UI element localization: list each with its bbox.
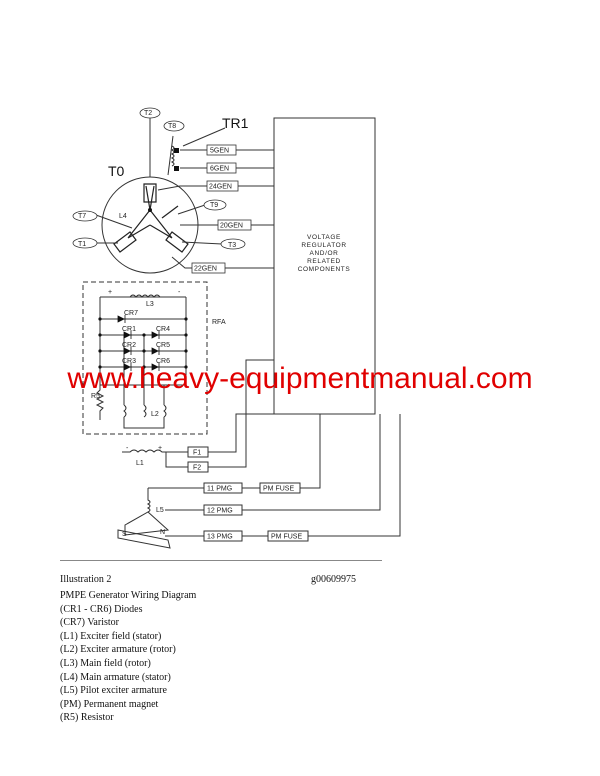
t3-lead: [181, 241, 223, 245]
wire-tag-5gen: 5GEN: [210, 148, 229, 155]
magnet-pole-n: N: [160, 529, 165, 536]
wire-tag-f1: F1: [193, 450, 201, 457]
terminal-t1: T1: [78, 241, 86, 248]
wire-tag-24gen: 24GEN: [209, 184, 232, 191]
legend-line: (PM) Permanent magnet: [60, 698, 159, 710]
transformer-tr1-label: TR1: [222, 115, 249, 131]
pilot-exciter-l5: L5: [156, 507, 164, 514]
exciter-armature-l2: L2: [151, 411, 159, 418]
legend-line: (L5) Pilot exciter armature: [60, 685, 167, 697]
illustration-title: Illustration 2: [60, 574, 112, 585]
legend-list: PMPE Generator Wiring Diagram (CR1 - CR6…: [60, 589, 196, 725]
voltage-regulator-box: [273, 117, 376, 415]
exciter-field-l1: L1: [136, 460, 144, 467]
legend-line: (L3) Main field (rotor): [60, 657, 151, 669]
wire-tag-11pmg: 11 PMG: [207, 486, 232, 493]
legend-line: (L2) Exciter armature (rotor): [60, 644, 176, 656]
watermark: www.heavy-equipmentmanual.com: [67, 362, 533, 395]
wiring-diagram: T2 T8 TR1 T0 T7 T1 T3 T9 L4 5GEN 6GEN 24…: [72, 107, 401, 549]
legend-line: (L4) Main armature (stator): [60, 671, 171, 683]
t9-lead: [177, 204, 206, 215]
wire-tag-f2: F2: [193, 465, 201, 472]
varistor-cr7: CR7: [124, 310, 138, 317]
resistor-r5: R5: [91, 393, 100, 400]
wire-tag-12pmg: 12 PMG: [207, 508, 233, 515]
polarity-minus-a: -: [178, 289, 181, 296]
pm-fuse-1: PM FUSE: [263, 486, 294, 493]
regulator-line-3: AND/OR: [310, 250, 339, 257]
wire-tag-6gen: 6GEN: [210, 166, 229, 173]
rfa-enclosure: [82, 281, 208, 435]
terminal-t7: T7: [78, 213, 86, 220]
regulator-line-5: COMPONENTS: [298, 266, 351, 273]
pm-fuse-2: PM FUSE: [271, 534, 302, 541]
legend-line: (CR7) Varistor: [60, 617, 119, 629]
t7-lead: [95, 214, 133, 229]
terminal-t0: T0: [108, 163, 125, 179]
legend-line: PMPE Generator Wiring Diagram: [60, 590, 197, 601]
diode-cr4: CR4: [156, 326, 170, 333]
polarity-minus-b: -: [126, 445, 129, 452]
regulator-line-4: RELATED: [307, 258, 341, 265]
wire-tag-20gen: 20GEN: [220, 223, 243, 230]
magnet-pole-s: S: [122, 531, 127, 538]
illustration-id: g00609975: [311, 574, 356, 585]
diode-cr3: CR3: [122, 358, 136, 365]
t8-lead: [167, 135, 174, 176]
main-armature-l4: L4: [119, 213, 127, 220]
diode-cr6: CR6: [156, 358, 170, 365]
regulator-line-1: VOLTAGE: [307, 234, 341, 241]
polarity-plus-a: +: [108, 289, 112, 296]
diode-cr2: CR2: [122, 342, 136, 349]
diode-cr5: CR5: [156, 342, 170, 349]
terminal-t9: T9: [210, 202, 218, 209]
main-field-l3: L3: [146, 301, 154, 308]
terminal-t8: T8: [168, 123, 176, 130]
rfa-label: RFA: [212, 319, 226, 326]
wire-tag-13pmg: 13 PMG: [207, 534, 233, 541]
wire-tag-22gen: 22GEN: [194, 266, 217, 273]
legend-line: (CR1 - CR6) Diodes: [60, 603, 143, 615]
diode-cr1: CR1: [122, 326, 136, 333]
regulator-line-2: REGULATOR: [301, 242, 346, 249]
caption-divider: [60, 560, 382, 561]
terminal-t2: T2: [144, 110, 152, 117]
terminal-t3: T3: [228, 242, 236, 249]
tr1-pointer: [182, 127, 226, 147]
legend-line: (R5) Resistor: [60, 712, 114, 724]
polarity-plus-b: +: [158, 445, 162, 452]
legend-line: (L1) Exciter field (stator): [60, 630, 162, 642]
